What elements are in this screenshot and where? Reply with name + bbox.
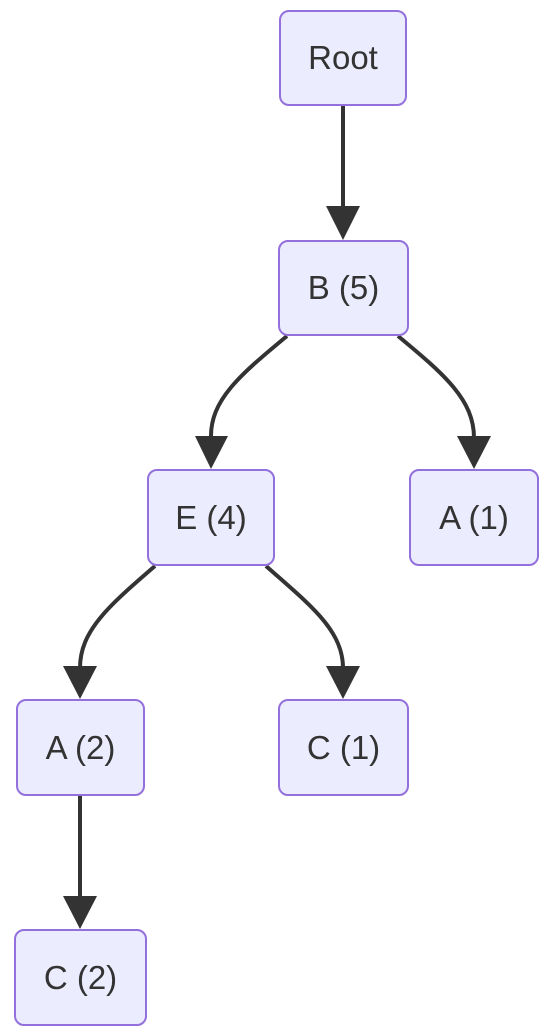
node-root-label: Root xyxy=(308,39,378,76)
node-root[interactable]: Root xyxy=(279,10,407,106)
node-c1[interactable]: C (1) xyxy=(278,699,409,796)
arrow-root-b5 xyxy=(326,206,360,240)
node-a2[interactable]: A (2) xyxy=(16,699,145,796)
node-e4-label: E (4) xyxy=(175,498,247,536)
edge-b5-e4 xyxy=(208,334,289,439)
node-c1-label: C (1) xyxy=(306,728,381,766)
arrow-a2-c2 xyxy=(63,896,97,929)
node-b5[interactable]: B (5) xyxy=(278,240,409,336)
edge-e4-a2 xyxy=(78,564,157,669)
node-c2[interactable]: C (2) xyxy=(14,929,147,1026)
arrow-e4-c1 xyxy=(326,666,360,699)
edge-b5-a1 xyxy=(396,334,476,439)
arrow-b5-a1 xyxy=(457,436,491,469)
node-c2-label: C (2) xyxy=(43,958,118,996)
edge-e4-c1 xyxy=(264,564,345,669)
node-a2-label: A (2) xyxy=(45,728,116,766)
arrow-b5-e4 xyxy=(195,436,228,469)
node-b5-label: B (5) xyxy=(307,269,380,306)
node-e4[interactable]: E (4) xyxy=(147,469,275,566)
node-a1-label: A (1) xyxy=(439,498,509,536)
node-a1[interactable]: A (1) xyxy=(409,469,539,566)
arrow-e4-a2 xyxy=(63,666,97,699)
